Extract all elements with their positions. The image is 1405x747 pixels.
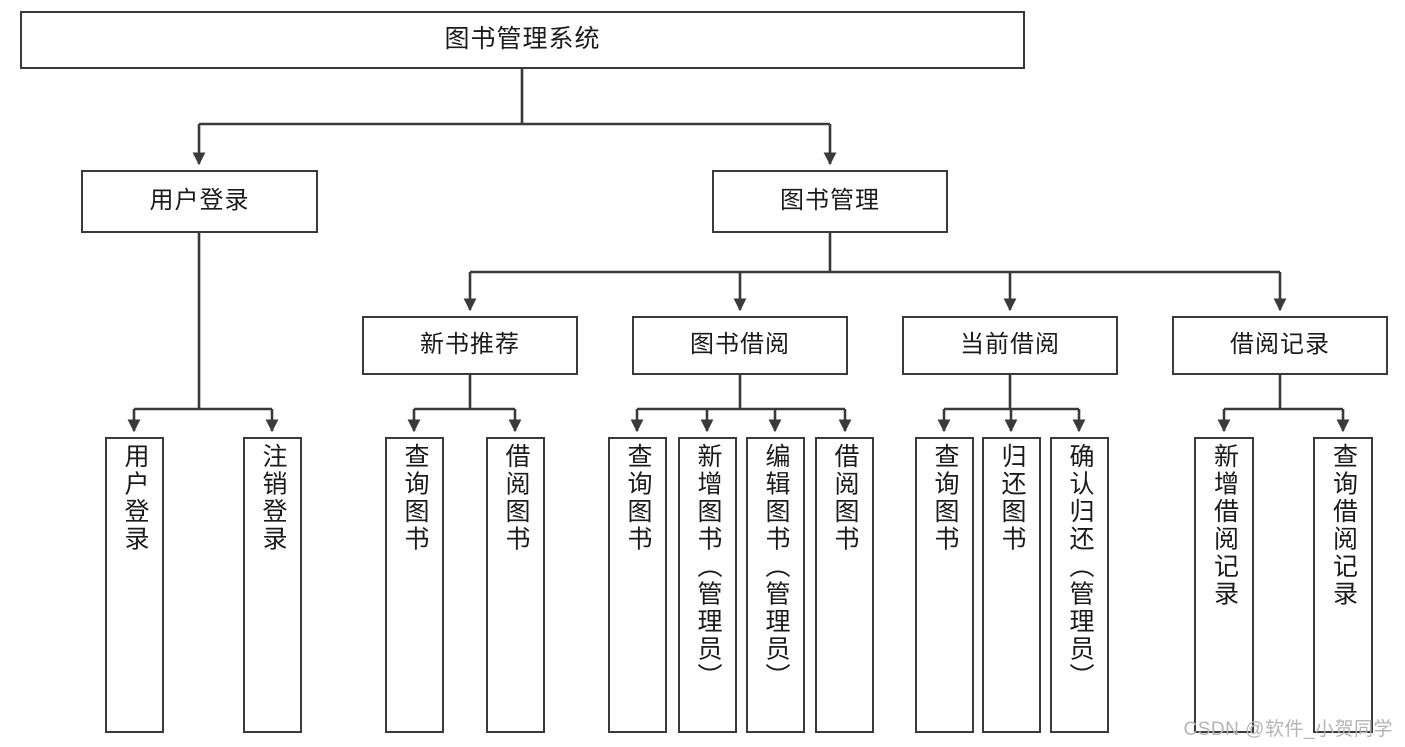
node-leaf[interactable]: 注销登录 — [243, 437, 302, 733]
node-label: 查询图书 — [624, 443, 652, 553]
node-label: 新增借阅记录 — [1210, 443, 1239, 608]
node-label: 借阅图书 — [831, 443, 859, 553]
node-label: 查询借阅记录 — [1329, 443, 1358, 608]
node-label: 用户登录 — [149, 187, 250, 215]
node-root[interactable]: 图书管理系统 — [20, 11, 1025, 69]
node-leaf[interactable]: 用户登录 — [105, 437, 164, 733]
node-label: 编辑图书（管理员） — [762, 443, 790, 691]
node-leaf[interactable]: 确认归还（管理员） — [1050, 437, 1109, 733]
node-label: 借阅图书 — [502, 443, 530, 553]
watermark: CSDN @软件_小贺同学 — [1183, 719, 1393, 740]
node-level2[interactable]: 用户登录 — [81, 170, 318, 233]
node-label: 用户登录 — [121, 443, 149, 553]
node-leaf[interactable]: 编辑图书（管理员） — [746, 437, 805, 733]
node-leaf[interactable]: 新增图书（管理员） — [678, 437, 737, 733]
node-label: 确认归还（管理员） — [1066, 443, 1094, 691]
node-leaf[interactable]: 新增借阅记录 — [1194, 437, 1254, 733]
node-label: 新书推荐 — [420, 331, 520, 359]
node-label: 图书借阅 — [690, 331, 790, 359]
node-label: 图书管理系统 — [444, 25, 601, 54]
node-label: 新增图书（管理员） — [694, 443, 722, 691]
node-level2[interactable]: 图书管理 — [712, 170, 948, 233]
node-level3[interactable]: 当前借阅 — [902, 316, 1118, 375]
node-leaf[interactable]: 查询图书 — [608, 437, 667, 733]
node-label: 归还图书 — [998, 443, 1026, 553]
node-leaf[interactable]: 归还图书 — [982, 437, 1041, 733]
node-level3[interactable]: 新书推荐 — [362, 316, 578, 375]
node-leaf[interactable]: 借阅图书 — [815, 437, 874, 733]
node-label: 查询图书 — [401, 443, 429, 553]
node-label: 图书管理 — [780, 187, 880, 215]
node-leaf[interactable]: 查询图书 — [385, 437, 444, 733]
node-leaf[interactable]: 查询图书 — [915, 437, 974, 733]
node-leaf[interactable]: 查询借阅记录 — [1313, 437, 1373, 733]
node-label: 借阅记录 — [1230, 331, 1330, 359]
node-leaf[interactable]: 借阅图书 — [486, 437, 545, 733]
node-level3[interactable]: 借阅记录 — [1172, 316, 1388, 375]
node-label: 查询图书 — [931, 443, 959, 553]
node-level3[interactable]: 图书借阅 — [632, 316, 848, 375]
node-label: 注销登录 — [259, 443, 287, 553]
node-label: 当前借阅 — [960, 331, 1060, 359]
